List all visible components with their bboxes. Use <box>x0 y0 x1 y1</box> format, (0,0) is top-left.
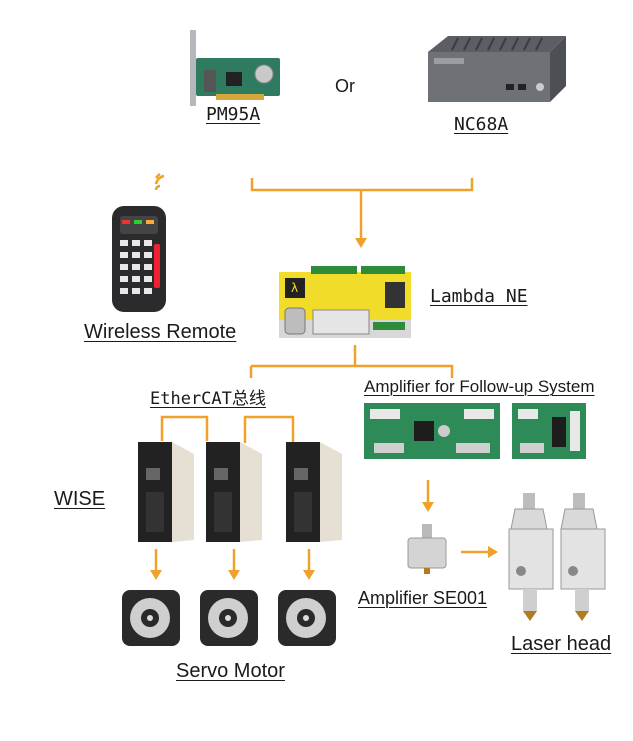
servo-motor-label: Servo Motor <box>176 660 285 682</box>
amplifier-followup-label: Amplifier for Follow-up System <box>364 377 595 396</box>
nc68a-label: NC68A <box>454 114 509 135</box>
pcb-board-icon <box>512 403 586 459</box>
svg-text:λ: λ <box>291 281 298 295</box>
servo-drive-icon <box>286 442 342 542</box>
lambda-controller-icon: λ <box>279 266 411 338</box>
amplifier-module-icon <box>407 524 447 574</box>
lambda-ne-label: Lambda NE <box>430 286 528 307</box>
servo-drive-icon <box>138 442 194 542</box>
laser-head-icon <box>508 493 606 621</box>
wise-label: WISE <box>54 488 106 510</box>
ethercat-label: EtherCAT总线 <box>150 389 266 409</box>
wireless-remote-icon <box>112 206 166 312</box>
wifi-signal-icon <box>154 172 165 191</box>
pm95a-label: PM95A <box>206 104 261 125</box>
or-label: Or <box>335 76 355 96</box>
servo-drive-icon <box>206 442 262 542</box>
servo-motor-icon <box>122 590 180 646</box>
wireless-remote-label: Wireless Remote <box>84 321 237 343</box>
pcie-card-icon <box>190 30 280 106</box>
servo-motor-icon <box>278 590 336 646</box>
laser-head-label: Laser head <box>511 633 612 655</box>
pcb-board-icon <box>364 403 500 459</box>
amplifier-se001-label: Amplifier SE001 <box>358 588 488 608</box>
industrial-pc-icon <box>428 36 566 102</box>
servo-motor-icon <box>200 590 258 646</box>
